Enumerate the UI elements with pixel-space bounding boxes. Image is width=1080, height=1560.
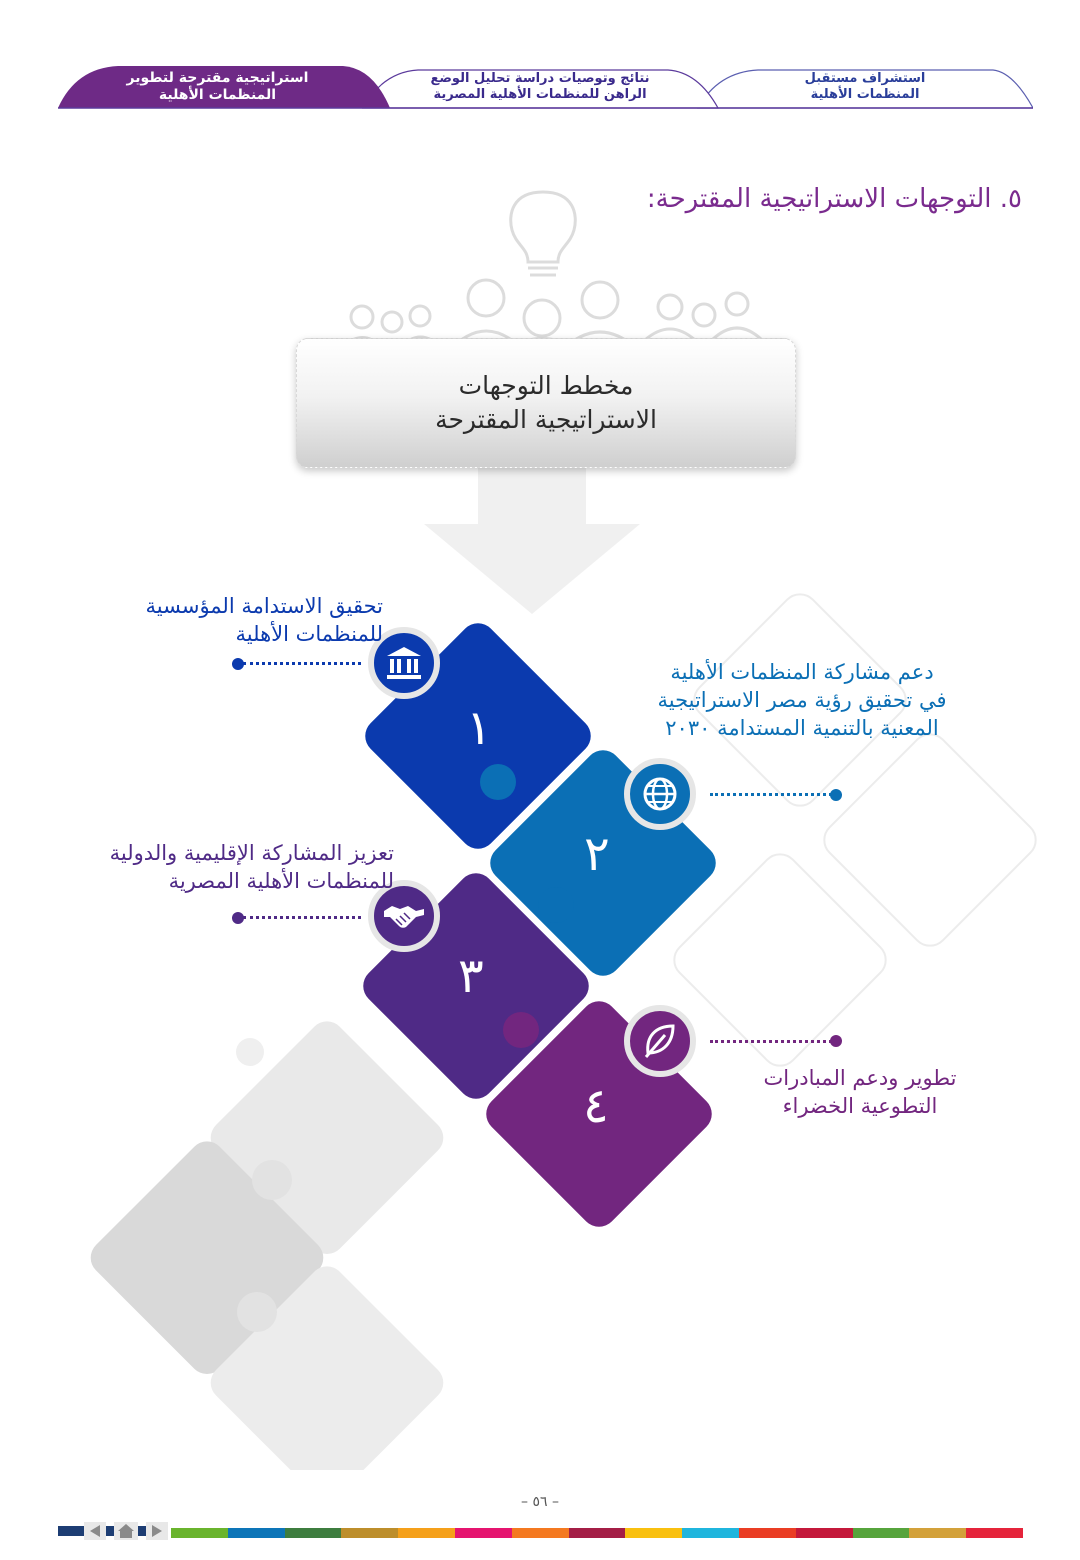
item-text-2: دعم مشاركة المنظمات الأهلية في تحقيق رؤي… bbox=[622, 658, 982, 742]
footer-color-segment bbox=[568, 1528, 626, 1538]
arrow-right-icon bbox=[152, 1525, 162, 1537]
tab-strategy[interactable]: استراتيجية مقترحة لتطوير المنظمات الأهلي… bbox=[70, 66, 365, 108]
page-navigation bbox=[58, 1521, 168, 1541]
nav-bar-segment bbox=[58, 1526, 84, 1536]
connector-line-4 bbox=[710, 1040, 832, 1043]
tab-label-line2: المنظمات الأهلية bbox=[158, 87, 277, 103]
connector-dot-1 bbox=[232, 658, 244, 670]
footer-color-segment bbox=[738, 1528, 796, 1538]
tab-label-line2: المنظمات الأهلية bbox=[810, 87, 920, 102]
connector-line-1 bbox=[243, 662, 361, 665]
icon-circle-2 bbox=[624, 758, 696, 830]
diagram-title-line1: مخطط التوجهات bbox=[458, 371, 634, 400]
tab-label-line1: استشراف مستقبل bbox=[804, 71, 926, 86]
next-page-button[interactable] bbox=[146, 1522, 168, 1540]
tab-foresight[interactable]: استشراف مستقبل المنظمات الأهلية bbox=[720, 66, 1010, 108]
item-text-3: تعزيز المشاركة الإقليمية والدولية للمنظم… bbox=[110, 839, 394, 895]
diagram-title-box: مخطط التوجهات الاستراتيجية المقترحة bbox=[296, 338, 796, 468]
institution-icon bbox=[387, 647, 421, 679]
lightbulb-icon bbox=[509, 190, 577, 277]
decorative-background bbox=[338, 190, 764, 614]
puzzle-knobs bbox=[480, 764, 574, 1048]
puzzle-number-2: ٢ bbox=[584, 826, 610, 882]
item-2-line2: في تحقيق رؤية مصر الاستراتيجية bbox=[657, 688, 947, 712]
footer-color-segment bbox=[284, 1528, 342, 1538]
handshake-icon bbox=[384, 906, 424, 928]
connector-dot-2 bbox=[830, 789, 842, 801]
tab-results[interactable]: نتائج وتوصيات دراسة تحليل الوضع الراهن ل… bbox=[390, 66, 690, 108]
arrow-left-icon bbox=[90, 1525, 100, 1537]
connector-dot-3 bbox=[232, 912, 244, 924]
page-number: – ٥٦ – bbox=[521, 1494, 559, 1510]
footer-color-segment bbox=[909, 1528, 967, 1538]
decorative-puzzle-pieces bbox=[90, 593, 1037, 1470]
footer-color-segment bbox=[682, 1528, 739, 1538]
item-text-1: تحقيق الاستدامة المؤسسية للمنظمات الأهلي… bbox=[146, 592, 383, 648]
footer-color-segment bbox=[341, 1528, 399, 1538]
item-text-4: تطوير ودعم المبادرات التطوعية الخضراء bbox=[730, 1064, 990, 1120]
item-2-line1: دعم مشاركة المنظمات الأهلية bbox=[670, 660, 934, 684]
connector-dot-4 bbox=[830, 1035, 842, 1047]
tab-label-line1: نتائج وتوصيات دراسة تحليل الوضع bbox=[430, 71, 650, 86]
item-1-line1: تحقيق الاستدامة المؤسسية bbox=[145, 594, 383, 618]
item-4-line1: تطوير ودعم المبادرات bbox=[763, 1066, 957, 1090]
icon-circle-4 bbox=[624, 1005, 696, 1077]
connector-line-3 bbox=[243, 916, 361, 919]
footer-color-segment bbox=[171, 1528, 228, 1538]
connector-line-2 bbox=[710, 793, 832, 796]
icon-circle-1 bbox=[368, 627, 440, 699]
footer-color-segment bbox=[966, 1528, 1023, 1538]
footer-color-segment bbox=[454, 1528, 512, 1538]
item-4-line2: التطوعية الخضراء bbox=[782, 1094, 938, 1118]
globe-icon bbox=[643, 777, 677, 811]
footer-color-bar bbox=[171, 1528, 1023, 1538]
home-icon bbox=[118, 1524, 134, 1538]
footer-color-segment bbox=[511, 1528, 569, 1538]
diagram-title-line2: الاستراتيجية المقترحة bbox=[435, 405, 657, 434]
leaf-icon bbox=[644, 1024, 675, 1058]
footer-color-segment bbox=[625, 1528, 683, 1538]
footer-color-segment bbox=[227, 1528, 285, 1538]
tab-label-line1: استراتيجية مقترحة لتطوير bbox=[126, 70, 309, 86]
footer-color-segment bbox=[398, 1528, 455, 1538]
item-2-line3: المعنية بالتنمية المستدامة ٢٠٣٠ bbox=[665, 716, 939, 740]
puzzle-number-3: ٣ bbox=[458, 948, 484, 1004]
footer-color-segment bbox=[795, 1528, 853, 1538]
tab-label-line2: الراهن للمنظمات الأهلية المصرية bbox=[433, 87, 647, 102]
section-title: ٥. التوجهات الاستراتيجية المقترحة: bbox=[646, 184, 1022, 214]
item-3-line1: تعزيز المشاركة الإقليمية والدولية bbox=[109, 841, 394, 865]
puzzle-number-1: ١ bbox=[466, 700, 492, 756]
nav-bar-segment bbox=[138, 1526, 146, 1536]
down-arrow-shape bbox=[424, 466, 640, 614]
home-button[interactable] bbox=[114, 1522, 138, 1540]
icon-circle-3 bbox=[368, 880, 440, 952]
item-1-line2: للمنظمات الأهلية bbox=[235, 622, 383, 646]
nav-bar-segment bbox=[106, 1526, 114, 1536]
item-3-line2: للمنظمات الأهلية المصرية bbox=[168, 869, 394, 893]
header-tabs-shape bbox=[58, 66, 1033, 109]
footer-color-segment bbox=[852, 1528, 910, 1538]
prev-page-button[interactable] bbox=[84, 1522, 106, 1540]
puzzle-number-4: ٤ bbox=[583, 1078, 609, 1134]
